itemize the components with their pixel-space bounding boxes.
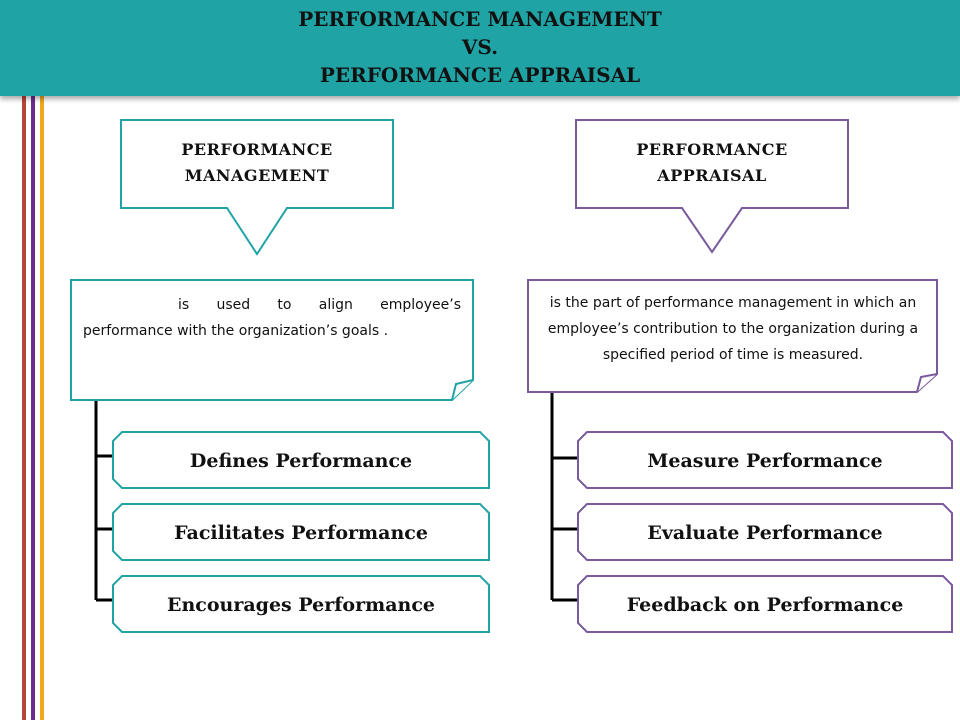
appraisal-header-line-1: PERFORMANCE xyxy=(636,140,788,159)
title-line-3: PERFORMANCE APPRAISAL xyxy=(319,63,641,87)
title-line-2: VS. xyxy=(461,35,499,59)
appraisal-header-callout xyxy=(575,119,849,254)
appraisal-item-evaluate: Evaluate Performance xyxy=(647,522,883,544)
management-tree-connector xyxy=(94,398,114,602)
management-item-encourages: Encourages Performance xyxy=(167,594,435,616)
management-header-line-2: MANAGEMENT xyxy=(184,166,330,185)
appraisal-item-feedback: Feedback on Performance xyxy=(626,594,904,616)
management-header: PERFORMANCE MANAGEMENT xyxy=(121,137,393,189)
appraisal-item-measure: Measure Performance xyxy=(647,450,883,472)
management-item-box-2 xyxy=(112,503,490,561)
appraisal-item-box-2 xyxy=(577,503,953,561)
management-description: is used to align employee’s performance … xyxy=(83,297,461,339)
management-item-defines: Defines Performance xyxy=(189,450,413,472)
appraisal-tree-connector xyxy=(550,392,578,602)
appraisal-item-box-1 xyxy=(577,431,953,489)
management-item-box-3 xyxy=(112,575,490,633)
appraisal-description: is the part of performance management in… xyxy=(547,295,919,363)
management-item-box-1 xyxy=(112,431,490,489)
stripe-purple xyxy=(31,0,35,720)
appraisal-header: PERFORMANCE APPRAISAL xyxy=(576,137,848,189)
title-banner: PERFORMANCE MANAGEMENT VS. PERFORMANCE A… xyxy=(0,0,960,96)
management-item-facilitates: Facilitates Performance xyxy=(174,522,428,544)
title-line-1: PERFORMANCE MANAGEMENT xyxy=(298,7,662,31)
appraisal-item-box-3 xyxy=(577,575,953,633)
management-header-line-1: PERFORMANCE xyxy=(181,140,333,159)
management-description-box xyxy=(70,279,474,401)
appraisal-header-line-2: APPRAISAL xyxy=(657,166,767,185)
management-header-callout xyxy=(120,119,394,256)
appraisal-description-box xyxy=(527,279,938,393)
stripe-red xyxy=(22,0,26,720)
stripe-orange xyxy=(40,0,44,720)
